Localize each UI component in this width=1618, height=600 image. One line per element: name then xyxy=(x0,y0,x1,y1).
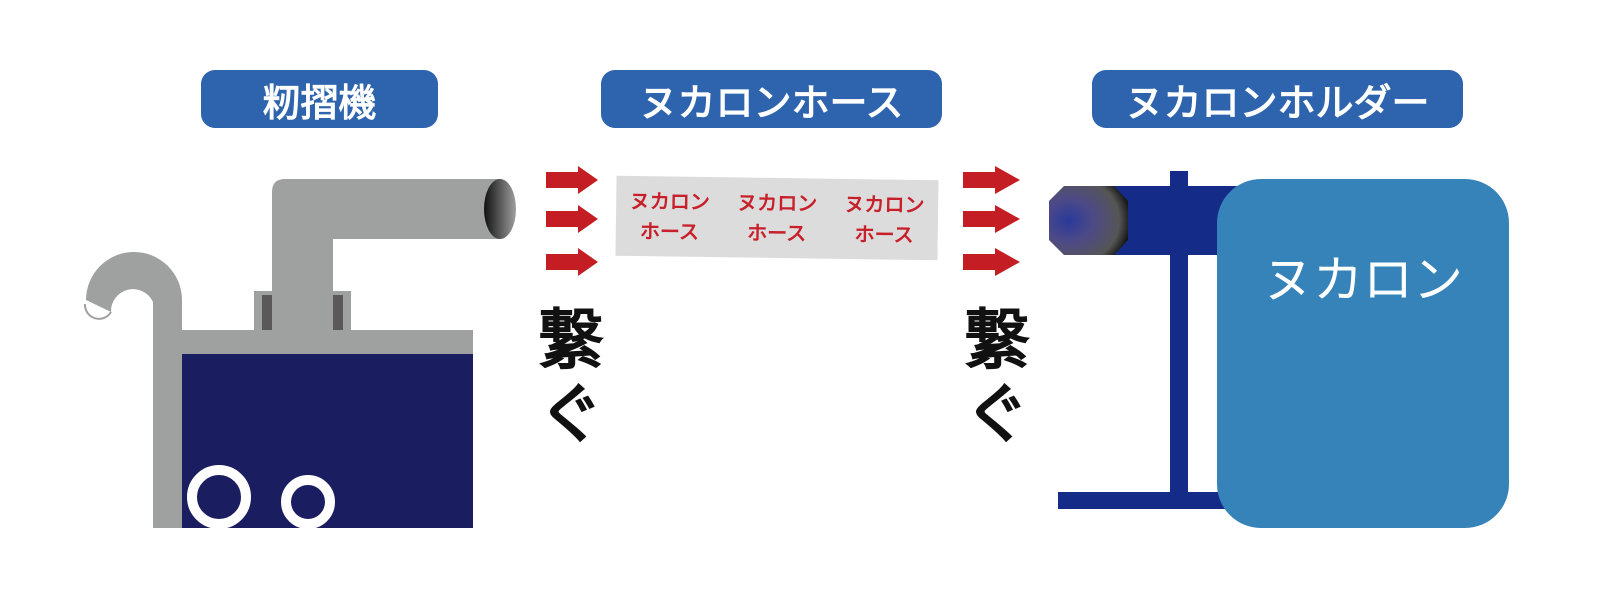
huller-machine xyxy=(83,179,516,529)
wheel-icon xyxy=(187,465,251,529)
hose-print-line2: ホース xyxy=(854,222,914,247)
hose-print-line1: ヌカロン xyxy=(629,188,711,215)
pipe-opening xyxy=(484,179,516,239)
machine-top xyxy=(155,330,473,354)
arrow-right-icon xyxy=(963,248,1020,276)
label-hose: ヌカロンホース xyxy=(601,70,942,128)
handle-hook xyxy=(86,252,182,528)
label-huller: 籾摺機 xyxy=(201,70,438,128)
hose-print-line2: ホース xyxy=(639,219,700,244)
label-hose-text: ヌカロンホース xyxy=(639,80,904,125)
nukaron-holder xyxy=(1049,171,1240,509)
connect-text-2: 繋ぐ xyxy=(953,305,1030,453)
bag-label: ヌカロン xyxy=(1263,251,1463,309)
arrow-right-icon xyxy=(546,248,598,276)
hose-print-line1: ヌカロン xyxy=(737,190,818,216)
hose-print: ヌカロンホース xyxy=(624,186,715,247)
arrows-right xyxy=(963,166,1020,276)
hose-print-line2: ホース xyxy=(747,220,807,246)
label-holder: ヌカロンホルダー xyxy=(1092,70,1463,128)
arrows-left xyxy=(546,166,598,276)
nukaron-bag xyxy=(1217,179,1509,528)
arrow-right-icon xyxy=(963,205,1020,233)
hose-print-line1: ヌカロン xyxy=(844,191,925,218)
label-holder-text: ヌカロンホルダー xyxy=(1125,80,1430,125)
arrow-right-icon xyxy=(546,205,598,233)
hose-print: ヌカロンホース xyxy=(732,187,823,248)
holder-nozzle xyxy=(1049,186,1128,255)
hose-image: ヌカロンホース ヌカロンホース ヌカロンホース xyxy=(615,175,939,261)
label-huller-text: 籾摺機 xyxy=(262,80,377,125)
hose-print: ヌカロンホース xyxy=(839,189,930,250)
arrow-right-icon xyxy=(963,166,1020,194)
arrow-right-icon xyxy=(546,166,598,194)
holder-base xyxy=(1058,492,1238,509)
connect-text-1: 繋ぐ xyxy=(527,305,604,453)
outlet-pipe xyxy=(272,179,500,330)
wheel-icon xyxy=(281,475,335,529)
